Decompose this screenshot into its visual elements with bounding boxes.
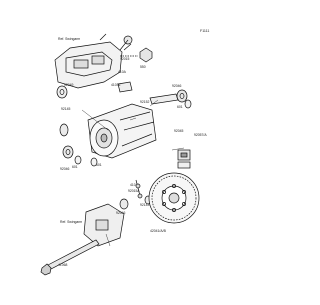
part-92143: 92143 (140, 203, 150, 207)
bearing-601-top (184, 99, 192, 109)
part-92015: 92015 (120, 57, 130, 61)
part-92057A: 92057/A (194, 133, 207, 137)
nut-550 (139, 47, 153, 63)
part-41036: 41036 (111, 83, 121, 87)
exploded-view: F1111 Ref. Swingarm Ref. Swingarm 92015 … (40, 29, 209, 276)
washer-92049 (56, 85, 68, 99)
axle-41068 (45, 239, 100, 271)
seal-92145 (59, 123, 69, 137)
diagram-code: F1111 (200, 29, 209, 33)
bearing-top (176, 89, 188, 103)
reference-swingarm-top: Ref. Swingarm (58, 37, 80, 41)
nut-upper (123, 35, 133, 45)
part-92049: 92049 (64, 83, 74, 87)
part-42041: 42041/A/B (150, 229, 167, 233)
part-92046-bottom: 92046 (116, 211, 126, 215)
part-92145: 92145 (61, 107, 71, 111)
spacer-92152 (149, 93, 179, 105)
part-92015A: 92015A (128, 189, 140, 193)
part-92046-left: 92046 (60, 167, 70, 171)
bearing-601-left (74, 155, 82, 165)
part-41068: 41068 (58, 263, 68, 267)
part-601-top: 601 (177, 105, 183, 109)
parts-diagram: F1111 Ref. Swingarm Ref. Swingarm 92015 … (40, 29, 209, 276)
axle-sleeve (117, 81, 133, 93)
rear-sprocket (148, 172, 200, 224)
part-92046-top: 92046 (172, 84, 182, 88)
part-601-mid: 601 (96, 163, 102, 167)
reference-swingarm-bottom: Ref. Swingarm (60, 220, 82, 224)
bearing-92046-bottom (119, 198, 129, 210)
bearing-601-mid (90, 157, 98, 167)
part-92045-mid: 92045 (174, 129, 184, 133)
part-410: 410 (130, 183, 136, 187)
caliper-bracket (54, 41, 123, 89)
part-92152: 92152 (140, 100, 150, 104)
part-601-left: 601 (72, 165, 78, 169)
bearing-92046-left (62, 145, 74, 159)
part-410A: 410A (118, 70, 127, 74)
part-550: 550 (140, 65, 146, 69)
